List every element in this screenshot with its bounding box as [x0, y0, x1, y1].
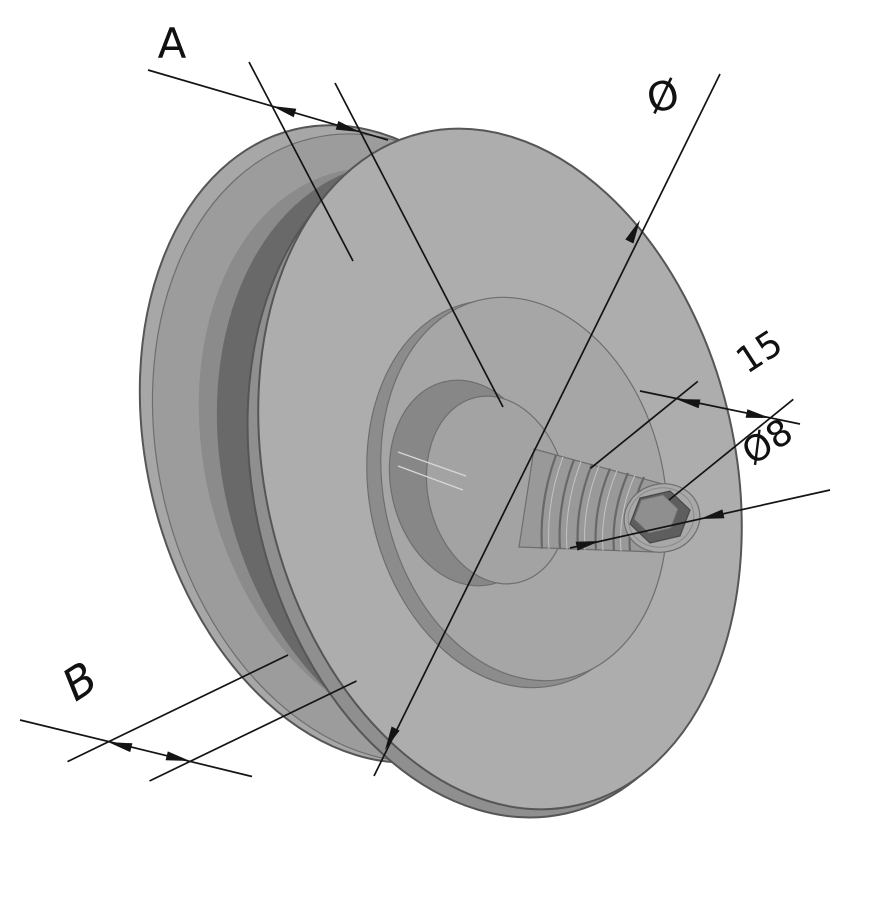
hex-socket [629, 490, 691, 544]
extension-line [248, 61, 354, 262]
extension-line [149, 680, 357, 782]
dimension-line [19, 719, 253, 778]
arrowhead [575, 541, 600, 551]
arrowhead [108, 742, 133, 753]
arrowhead [745, 409, 770, 418]
arrowhead [700, 509, 725, 519]
extension-line [334, 82, 504, 408]
arrowhead [385, 726, 400, 750]
dimension-line [639, 390, 801, 425]
boss-highlight-edge-2 [397, 465, 464, 491]
hex-socket-bottom [633, 494, 679, 534]
threaded-shaft [518, 448, 701, 553]
pulley-body [138, 124, 743, 819]
dimension-flange-width [19, 654, 357, 782]
extension-line [668, 398, 794, 501]
dimension-shaft-diameter [569, 489, 831, 551]
arrowhead [272, 106, 297, 118]
dimension-outer-diameter [373, 73, 721, 777]
arrowhead [165, 751, 190, 761]
arrowhead [676, 399, 701, 409]
dimension-shaft-length [589, 380, 801, 501]
dimension-groove-width [147, 61, 504, 408]
shaft-end-chamfer [627, 487, 695, 548]
arrowhead [625, 220, 640, 244]
arrowhead [335, 121, 360, 132]
shaft-threads [540, 454, 645, 552]
dimension-label-a: A [158, 19, 187, 68]
extension-line [589, 380, 699, 469]
extension-line [67, 654, 289, 763]
dimension-line [373, 73, 721, 777]
boss-highlight-edge [397, 451, 467, 477]
